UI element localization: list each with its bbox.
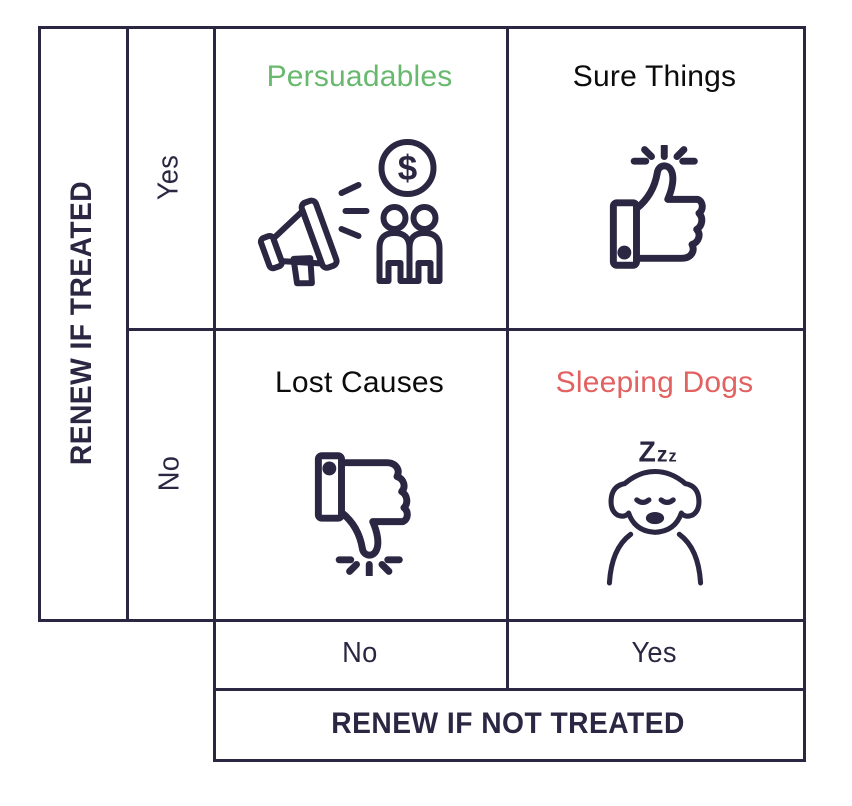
y-axis-title: RENEW IF TREATED: [65, 180, 98, 465]
x-axis-label-yes-cell: Yes: [506, 619, 803, 688]
dollar-sign-glyph: $: [397, 149, 416, 188]
megaphone-money-people-icon: $: [257, 139, 442, 287]
quadrant-sleeping-dogs: Sleeping Dogs Zzz: [506, 328, 803, 619]
grid-line: [213, 759, 806, 762]
quadrant-title: Lost Causes: [275, 366, 444, 399]
x-axis-label-no: No: [341, 637, 378, 669]
grid-line: [38, 26, 41, 622]
thumbs-up-icon: [609, 144, 706, 269]
quadrant-title: Sure Things: [572, 60, 737, 93]
quadrant-icon-area: [213, 400, 506, 619]
x-axis-label-no-cell: No: [213, 619, 506, 688]
y-axis-label-yes-cell: Yes: [126, 26, 213, 328]
y-axis-label-yes: Yes: [153, 154, 185, 200]
sleeping-dog-icon: Zzz: [606, 436, 703, 586]
grid-line: [126, 26, 129, 622]
y-axis-title-band: RENEW IF TREATED: [38, 26, 126, 619]
x-axis-title: RENEW IF NOT TREATED: [331, 706, 685, 740]
grid-line: [38, 619, 806, 622]
quadrant-icon-area: $: [213, 94, 506, 328]
quadrant-icon-area: [506, 94, 803, 328]
grid-line: [126, 328, 806, 331]
grid-line: [213, 688, 806, 691]
grid-line: [803, 26, 806, 762]
thumbs-down-icon: [314, 452, 411, 576]
grid-line: [38, 26, 806, 29]
quadrant-persuadables: Persuadables: [213, 26, 506, 328]
quadrant-lost-causes: Lost Causes: [213, 328, 506, 619]
x-axis-title-band: RENEW IF NOT TREATED: [213, 688, 803, 759]
y-axis-label-no: No: [152, 455, 185, 492]
quadrant-sure-things: Sure Things: [506, 26, 803, 328]
x-axis-label-yes: Yes: [631, 637, 678, 669]
quadrant-title: Persuadables: [266, 60, 453, 93]
quadrant-icon-area: Zzz: [506, 400, 803, 619]
zzz-text: Zzz: [638, 436, 677, 468]
quadrant-title: Sleeping Dogs: [555, 366, 754, 399]
y-axis-label-no-cell: No: [126, 328, 213, 619]
grid-line: [213, 26, 216, 762]
grid-line: [506, 26, 509, 691]
